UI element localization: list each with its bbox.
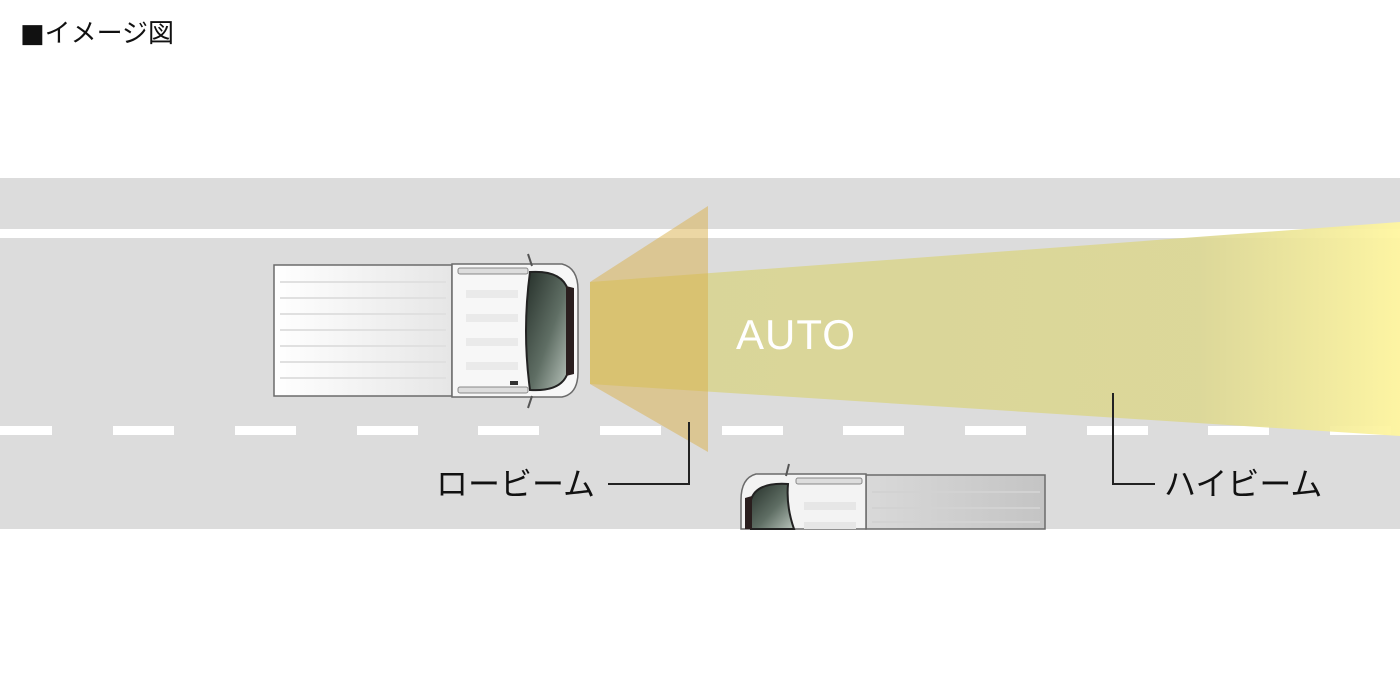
high-beam-cone [590, 222, 1400, 436]
truck-own-vehicle [273, 253, 579, 409]
high-beam-leader-line [1112, 393, 1155, 485]
truck-oncoming-vehicle [740, 463, 1046, 530]
auto-mode-label: AUTO [736, 311, 856, 358]
high-beam-label: ハイビーム [1164, 465, 1323, 503]
low-beam-leader-line [608, 422, 690, 485]
low-beam-label: ロービーム [436, 465, 596, 503]
low-beam-cone [590, 206, 708, 452]
page-title: ■イメージ図 [20, 19, 175, 49]
